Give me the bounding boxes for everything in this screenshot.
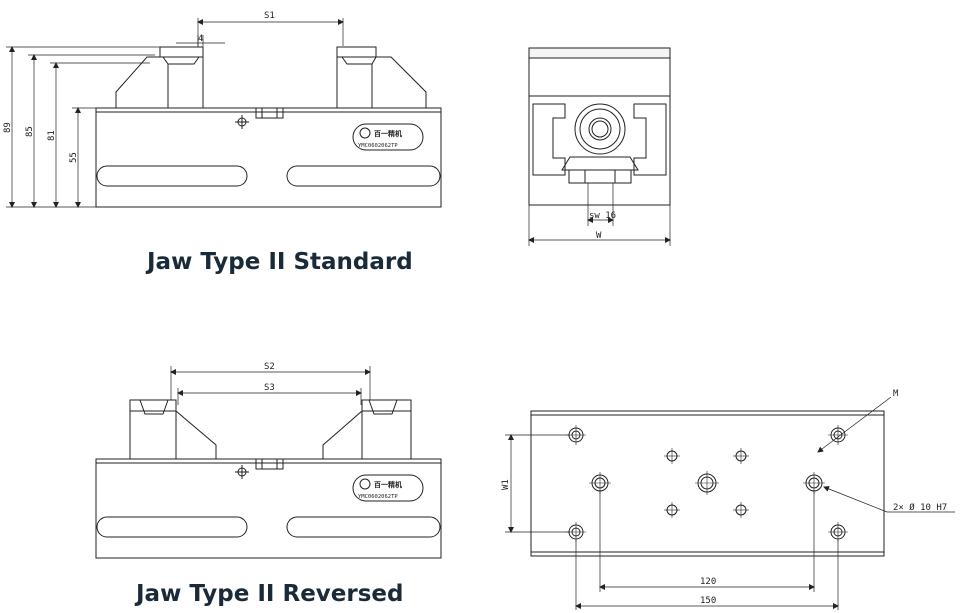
caption-standard: Jaw Type II Standard: [145, 249, 413, 275]
standard-view: [95, 46, 442, 208]
logo-icon: [359, 478, 371, 490]
jaw-left-reversed: [129, 399, 217, 459]
jaw-right-reversed: [322, 399, 412, 459]
spindle-outer: [574, 103, 626, 155]
center-nut: [255, 107, 284, 119]
center-marks: [566, 425, 848, 542]
brand-badge-reversed: [352, 474, 424, 502]
dim-120: 120: [700, 577, 716, 587]
slot-left-reversed: [96, 516, 248, 538]
reversed-view: [95, 399, 442, 559]
end-dimensions: [528, 183, 671, 246]
brand-label-reversed: 百一精机: [374, 480, 402, 489]
reversed-dimensions: [170, 366, 371, 405]
spindle-hole: [591, 120, 609, 138]
brand-label: 百一精机: [374, 129, 402, 138]
base-plate: [530, 410, 885, 557]
dim-s3: S3: [264, 383, 275, 393]
model-code: YMC0602062TP: [358, 143, 398, 149]
nut-block: [568, 169, 632, 184]
dim-sw: sw 16: [589, 211, 616, 221]
dim-55: 55: [69, 152, 79, 163]
brand-badge: [352, 123, 424, 151]
end-view: [528, 47, 671, 206]
dim-holes: 2× Ø 10 H7: [893, 502, 947, 513]
dim-85: 85: [25, 126, 35, 137]
caption-reversed: Jaw Type II Reversed: [134, 581, 403, 607]
dim-w1: W1: [501, 479, 511, 490]
logo-icon: [359, 127, 371, 139]
vise-body: [95, 107, 442, 208]
dim-s1: S1: [264, 11, 275, 21]
slot-right-reversed: [286, 516, 441, 538]
dim-150: 150: [700, 596, 716, 606]
t-slot-right: [633, 103, 667, 176]
jaw-top: [528, 47, 671, 59]
center-nut-reversed: [255, 458, 284, 470]
slot-right: [286, 165, 441, 187]
bottom-view: [530, 410, 885, 557]
dim-jaw-width: 4: [198, 34, 203, 44]
model-code-reversed: YMC0602062TP: [358, 494, 398, 500]
dim-s2: S2: [264, 362, 275, 372]
dim-81: 81: [47, 130, 57, 141]
slot-left: [96, 165, 248, 187]
end-body: [528, 57, 671, 206]
t-slot-left: [532, 103, 566, 176]
bottom-dimensions: [505, 396, 955, 610]
jaw-left: [115, 46, 204, 108]
dim-89: 89: [3, 122, 13, 133]
standard-dimensions: [6, 18, 344, 208]
dim-m: M: [893, 389, 899, 399]
vise-body-reversed: [95, 458, 442, 559]
jaw-right: [336, 46, 427, 108]
dim-w: W: [596, 231, 602, 241]
